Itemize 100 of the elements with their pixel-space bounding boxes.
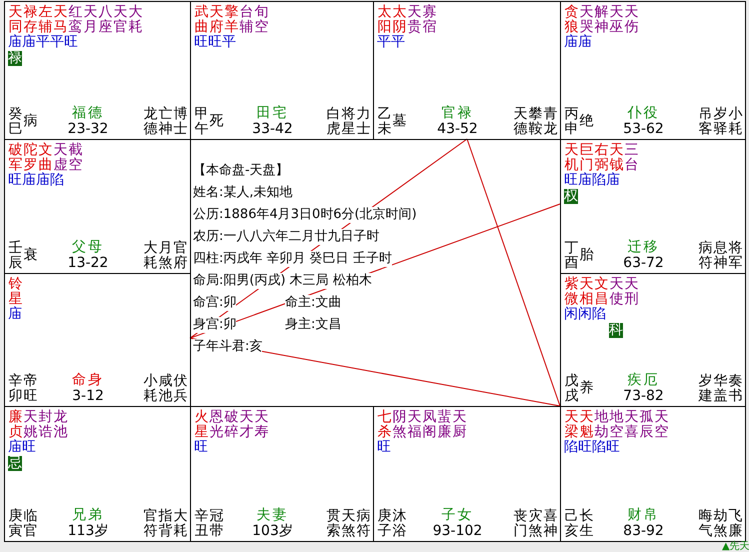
stem-branch: 乙未	[377, 107, 392, 137]
star-name: 龙池	[53, 410, 68, 440]
palace-name: 子女	[442, 508, 474, 523]
palace-cell	[4, 139, 191, 274]
age-range: 53-62	[623, 122, 664, 137]
age-range: 3-12	[72, 389, 104, 404]
star-name: 廉贞	[8, 410, 23, 440]
stem-branch: 丙申	[564, 107, 579, 137]
spirit-name: 伏兵	[173, 374, 188, 404]
spirit-name: 青龙	[543, 107, 558, 137]
life-stage: 冠带	[209, 509, 224, 539]
palace-cell	[560, 139, 746, 274]
brightness-text: 庙	[8, 307, 22, 322]
star-name: 天钺	[610, 143, 624, 173]
star-name: 贪狼	[564, 5, 578, 35]
star-name: 禄存	[24, 5, 38, 35]
connector-line	[466, 138, 560, 406]
spirit-name: 奏书	[728, 374, 743, 404]
star-name: 天刑	[624, 277, 639, 307]
brightness-text: 闲闲陷	[564, 307, 606, 322]
star-name: 太阴	[392, 5, 407, 35]
star-name: 天巫	[609, 5, 624, 35]
spirit-name: 贯索	[326, 509, 341, 539]
spirit-name: 吊客	[698, 107, 713, 137]
star-name: 天姚	[23, 410, 38, 440]
age-range: 13-22	[68, 256, 108, 271]
star-name: 解神	[594, 5, 609, 35]
star-name: 文曲	[38, 143, 53, 173]
info-text: 命局:阳男(丙戌) 木三局 松柏木	[193, 273, 372, 289]
star-name: 陀罗	[24, 143, 38, 173]
star-name: 擎羊	[224, 5, 239, 35]
star-name: 左辅	[38, 5, 53, 35]
palace-cell	[190, 406, 374, 542]
spirit-name: 华盖	[713, 374, 728, 404]
palace-name: 田宅	[256, 106, 288, 121]
stem-branch: 己亥	[564, 509, 579, 539]
brightness-text: 庙庙平平旺	[8, 35, 78, 50]
spirit-name: 将星	[341, 107, 356, 137]
palace-name: 疾厄	[628, 373, 660, 388]
age-range: 83-92	[623, 524, 664, 539]
star-name: 红鸾	[68, 5, 83, 35]
brightness-text: 旺	[377, 440, 391, 455]
brightness-text: 陷旺陷旺	[564, 440, 620, 455]
age-range: 73-82	[623, 389, 664, 404]
star-name: 天福	[407, 410, 422, 440]
star-name: 破碎	[224, 410, 239, 440]
spirit-name: 飞廉	[728, 509, 743, 539]
info-text: 农历:一八八六年二月廿九日子时	[193, 229, 380, 245]
spirit-name: 岁建	[698, 374, 713, 404]
brightness-text: 庙旺	[8, 440, 36, 455]
stem-branch: 辛丑	[194, 509, 209, 539]
info-text: 身主:文昌	[285, 317, 342, 333]
spirit-name: 息神	[713, 241, 728, 271]
star-name: 紫微	[564, 277, 579, 307]
life-stage: 衰	[23, 248, 38, 263]
palace-cell	[560, 273, 746, 407]
star-name: 截空	[68, 143, 83, 173]
palace-name: 命身	[72, 373, 104, 388]
brightness-text: 旺	[194, 440, 208, 455]
spirit-name: 指背	[158, 509, 173, 539]
spirit-name: 喜神	[543, 509, 558, 539]
star-name: 天喜	[624, 410, 639, 440]
spirit-name: 小耗	[728, 107, 743, 137]
star-name: 天相	[580, 277, 594, 307]
life-stage: 墓	[392, 114, 407, 129]
life-stage: 沐浴	[392, 509, 407, 539]
spirit-name: 月煞	[158, 241, 173, 271]
star-name: 武曲	[194, 5, 209, 35]
palace-name: 父母	[72, 240, 104, 255]
note-text: ▲先天	[722, 541, 749, 552]
palace-cell	[560, 1, 746, 140]
star-name: 铃星	[8, 277, 23, 307]
info-text: 子年斗君:亥	[193, 339, 262, 355]
star-name: 天才	[239, 410, 254, 440]
star-name: 天马	[53, 5, 68, 35]
stem-branch: 甲午	[194, 107, 209, 137]
brightness-text: 庙庙	[564, 35, 592, 50]
spirit-name: 博士	[173, 107, 188, 137]
star-name: 天空	[654, 410, 669, 440]
star-name: 封诰	[38, 410, 53, 440]
info-text: 命宫:卯	[193, 295, 236, 311]
stem-branch: 壬辰	[8, 241, 23, 271]
star-name: 天厨	[452, 410, 467, 440]
palace-name: 福德	[72, 106, 104, 121]
spirit-name: 龙德	[143, 107, 158, 137]
star-name: 天虚	[53, 143, 68, 173]
life-stage: 胎	[579, 248, 594, 263]
life-stage: 死	[209, 114, 224, 129]
stem-branch: 庚子	[377, 509, 392, 539]
spirit-name: 大耗	[143, 241, 158, 271]
spirit-name: 官府	[173, 241, 188, 271]
star-name: 天月	[83, 5, 98, 35]
spirit-name: 咸池	[158, 374, 173, 404]
palace-name: 财帛	[628, 508, 660, 523]
spirit-name: 天煞	[341, 509, 356, 539]
age-range: 23-32	[68, 122, 108, 137]
spirit-name: 白虎	[326, 107, 341, 137]
star-name: 右弼	[594, 143, 608, 173]
brightness-text: 旺旺平	[194, 35, 236, 50]
star-name: 火星	[194, 410, 209, 440]
